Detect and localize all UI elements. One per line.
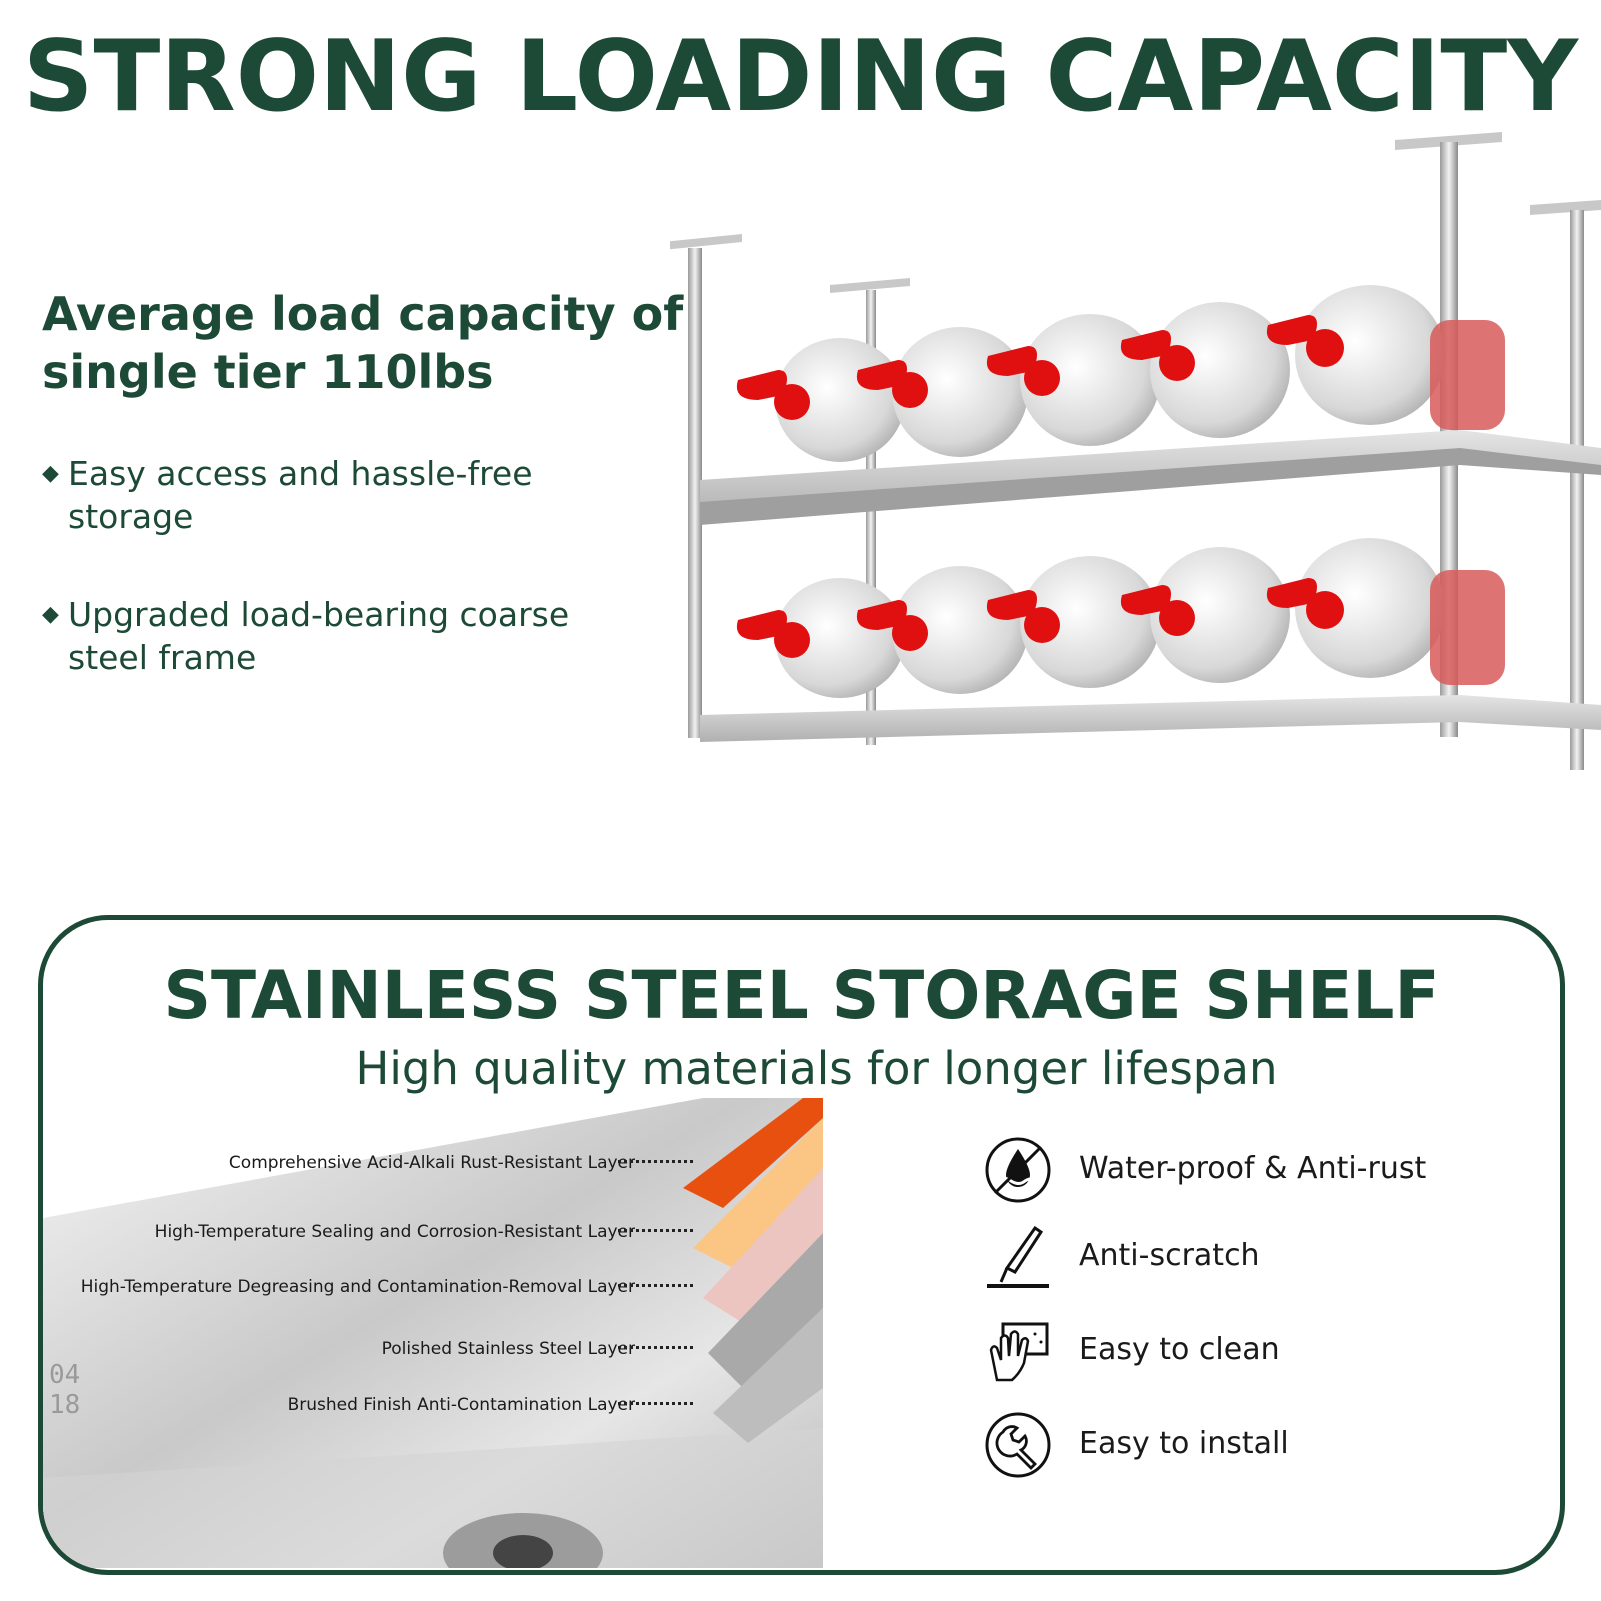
stainless-steel-panel: STAINLESS STEEL STORAGE SHELF High quali… bbox=[38, 915, 1565, 1575]
bullet-item-steel-frame: ◆ Upgraded load-bearing coarse steel fra… bbox=[42, 593, 642, 679]
diamond-bullet-icon: ◆ bbox=[42, 461, 59, 486]
feature-anti-scratch: Anti-scratch bbox=[983, 1222, 1543, 1292]
feature-label: Easy to clean bbox=[1079, 1332, 1280, 1367]
load-heading-line2: single tier 110lbs bbox=[42, 345, 494, 399]
leader-line bbox=[618, 1402, 693, 1405]
load-heading-line1: Average load capacity of bbox=[42, 287, 684, 341]
layer-label-sealing: High-Temperature Sealing and Corrosion-R… bbox=[154, 1222, 635, 1242]
feature-label: Anti-scratch bbox=[1079, 1238, 1260, 1273]
feature-easy-install: Easy to install bbox=[983, 1410, 1543, 1480]
diamond-bullet-icon: ◆ bbox=[42, 602, 59, 627]
water-drop-icon bbox=[985, 1137, 1051, 1203]
load-capacity-heading: Average load capacity of single tier 110… bbox=[42, 285, 692, 401]
steel-layers-illustration bbox=[43, 1098, 823, 1568]
feature-label: Easy to install bbox=[1079, 1426, 1289, 1461]
steel-marking: 04 18 bbox=[49, 1360, 80, 1420]
feature-label: Water-proof & Anti-rust bbox=[1079, 1151, 1427, 1186]
upper-bottle-row bbox=[736, 285, 1505, 462]
layer-label-acid-alkali: Comprehensive Acid-Alkali Rust-Resistant… bbox=[228, 1153, 635, 1173]
lower-bottle-row bbox=[736, 538, 1505, 698]
steel-marking-line2: 18 bbox=[49, 1390, 81, 1420]
leader-line bbox=[618, 1160, 693, 1163]
panel-subtitle: High quality materials for longer lifesp… bbox=[355, 1042, 1278, 1095]
ceiling-rack-illustration bbox=[670, 132, 1601, 770]
layer-label-polished: Polished Stainless Steel Layer bbox=[381, 1339, 635, 1359]
steel-marking-line1: 04 bbox=[49, 1360, 81, 1390]
leader-line bbox=[618, 1346, 693, 1349]
blade-scratch-icon bbox=[987, 1225, 1049, 1288]
leader-line bbox=[618, 1229, 693, 1232]
bullet-line2: storage bbox=[68, 497, 194, 536]
feature-water-proof: Water-proof & Anti-rust bbox=[983, 1135, 1543, 1205]
feature-easy-clean: Easy to clean bbox=[983, 1316, 1543, 1386]
panel-title: STAINLESS STEEL STORAGE SHELF bbox=[163, 957, 1440, 1034]
leader-line bbox=[618, 1284, 693, 1287]
wipe-hand-icon bbox=[989, 1322, 1049, 1382]
bullet-line1: Upgraded load-bearing coarse bbox=[68, 595, 570, 634]
page-title: STRONG LOADING CAPACITY bbox=[22, 20, 1579, 134]
layer-label-degreasing: High-Temperature Degreasing and Contamin… bbox=[80, 1277, 635, 1297]
bullet-line2: steel frame bbox=[68, 638, 257, 677]
bullet-item-easy-access: ◆ Easy access and hassle-free storage bbox=[42, 452, 642, 538]
layer-label-brushed: Brushed Finish Anti-Contamination Layer bbox=[287, 1395, 635, 1415]
bullet-line1: Easy access and hassle-free bbox=[68, 454, 533, 493]
wrench-icon bbox=[985, 1412, 1051, 1478]
